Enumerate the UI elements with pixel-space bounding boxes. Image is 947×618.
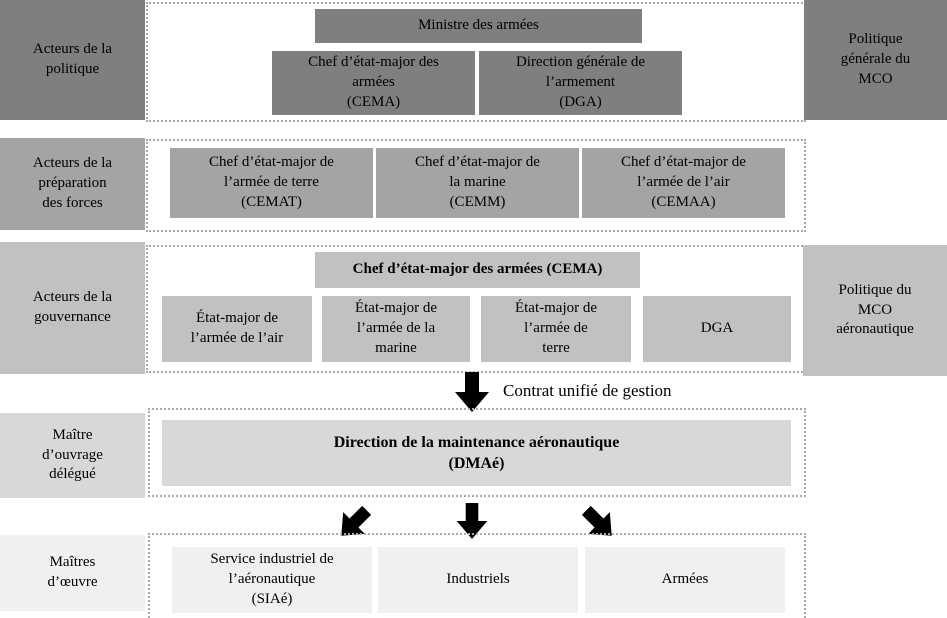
down-left-arrow-icon: [330, 499, 378, 547]
box-cemaa: Chef d’état-major de l’armée de l’air (C…: [582, 148, 785, 218]
box-dga: Direction générale de l’armement (DGA): [479, 51, 682, 115]
row-label-acteurs-preparation: Acteurs de la préparation des forces: [0, 138, 145, 230]
box-cema: Chef d’état-major des armées (CEMA): [272, 51, 475, 115]
row-label-maitre-ouvrage: Maître d’ouvrage délégué: [0, 413, 145, 498]
box-dga-gouvernance: DGA: [643, 296, 791, 362]
box-industriels: Industriels: [378, 547, 578, 613]
maitres-oeuvre-dotted-frame: [148, 533, 806, 618]
box-etat-major-marine: État-major de l’armée de la marine: [322, 296, 470, 362]
down-arrow-icon: [455, 372, 489, 412]
down-right-arrow-icon: [575, 499, 623, 547]
box-ministre-armees: Ministre des armées: [315, 9, 642, 43]
box-armees: Armées: [585, 547, 785, 613]
box-cemm: Chef d’état-major de la marine (CEMM): [376, 148, 579, 218]
row-label-acteurs-politique: Acteurs de la politique: [0, 0, 145, 120]
row-label-acteurs-gouvernance: Acteurs de la gouvernance: [0, 242, 145, 374]
row-label-maitres-oeuvre: Maîtres d’œuvre: [0, 535, 145, 611]
box-etat-major-air: État-major de l’armée de l’air: [162, 296, 312, 362]
box-siae: Service industriel de l’aéronautique (SI…: [172, 547, 372, 613]
row-label-politique-generale-mco: Politique générale du MCO: [804, 0, 947, 120]
preparation-dotted-frame: [146, 139, 806, 232]
contrat-unifie-label: Contrat unifié de gestion: [503, 381, 672, 400]
box-cema-gouvernance: Chef d’état-major des armées (CEMA): [315, 252, 640, 288]
box-etat-major-terre: État-major de l’armée de terre: [481, 296, 631, 362]
dmae-dotted-frame: [148, 408, 806, 497]
down-arrow-icon: [456, 503, 488, 539]
box-dmae: Direction de la maintenance aéronautique…: [162, 420, 791, 486]
box-cemat: Chef d’état-major de l’armée de terre (C…: [170, 148, 373, 218]
row-label-politique-mco-aeronautique: Politique du MCO aéronautique: [803, 245, 947, 376]
